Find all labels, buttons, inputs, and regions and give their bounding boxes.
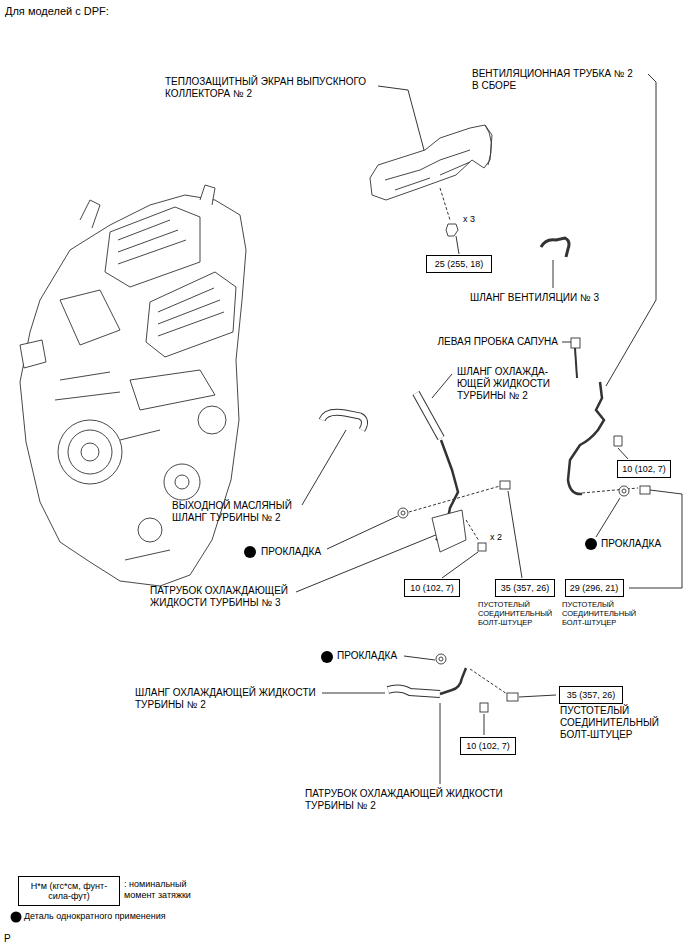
single-use-marks [244,538,597,663]
part-label: ПАТРУБОК ОХЛАЖДАЮЩЕЙ ЖИДКОСТИ ТУРБИНЫ № … [150,585,291,609]
heat-shield [370,125,492,200]
torque-box: 29 (296, 21) [565,579,624,597]
torque-value: 10 (102, 7) [466,741,510,751]
unit-text: Н*м (кгс*см, фунт-сила-фут) [22,881,116,902]
part-label: ПРОКЛАДКА [601,538,661,550]
torque-box: 35 (357, 26) [559,686,623,704]
torque-box: 25 (255, 18) [426,255,492,273]
part-label: ШЛАНГ ОХЛАЖДАЮЩЕЙ ЖИДКОСТИ ТУРБИНЫ № 2 [135,687,318,711]
leader-lines [296,74,682,784]
torque-box: 10 (102, 7) [404,579,460,597]
part-label: ПАТРУБОК ОХЛАЖДАЮЩЕЙ ЖИДКОСТИ ТУРБИНЫ № … [305,788,505,812]
part-label: ПУСТОТЕЛЫЙ СОЕДИНИТЕЛЬНЫЙ БОЛТ-ШТУЦЕР [560,705,661,741]
legend-text: : номинальный момент затяжки [124,879,193,901]
torque-box: 10 (102, 7) [460,737,516,755]
legend-box: Н*м (кгс*см, фунт-сила-фут) [18,876,120,906]
quantity-label: x 3 [463,214,475,225]
part-label: ПРОКЛАДКА [337,650,397,662]
part-label: ШЛАНГ ОХЛАЖДА- ЮЩЕЙ ЖИДКОСТИ ТУРБИНЫ № 2 [457,366,552,402]
engine-illustration [20,185,246,586]
torque-value: 10 (102, 7) [622,464,666,474]
torque-value: 35 (357, 26) [501,583,550,593]
part-label: ПУСТОТЕЛЫЙ СОЕДИНИТЕЛЬНЫЙ БОЛТ-ШТУЦЕР [478,600,555,627]
figure-code: P [4,933,11,945]
part-label: ШЛАНГ ВЕНТИЛЯЦИИ № 3 [470,292,599,304]
part-label: ЛЕВАЯ ПРОБКА САПУНА [438,336,558,348]
oil-hose [322,412,365,430]
torque-value: 29 (296, 21) [570,583,619,593]
legend-dot [11,912,22,923]
part-label: ВЫХОДНОЙ МАСЛЯНЫЙ ШЛАНГ ТУРБИНЫ № 2 [172,500,294,524]
torque-value: 25 (255, 18) [435,259,484,269]
diagram-title: Для моделей с DPF: [5,5,109,18]
part-label: ПРОКЛАДКА [261,546,321,558]
torque-box: 35 (357, 26) [495,579,555,597]
torque-value: 10 (102, 7) [410,583,454,593]
quantity-label: x 2 [490,532,502,543]
part-label: ВЕНТИЛЯЦИОННАЯ ТРУБКА № 2 В СБОРЕ [472,68,635,92]
legend-text: Деталь однократного применения [24,911,166,922]
part-label: ПУСТОТЕЛЫЙ СОЕДИНИТЕЛЬНЫЙ БОЛТ-ШТУЦЕР [562,600,639,627]
torque-box: 10 (102, 7) [617,460,671,478]
torque-value: 35 (357, 26) [567,690,616,700]
small-parts [388,224,650,712]
part-label: ТЕПЛОЗАЩИТНЫЙ ЭКРАН ВЫПУСКНОГО КОЛЛЕКТОР… [165,76,369,100]
